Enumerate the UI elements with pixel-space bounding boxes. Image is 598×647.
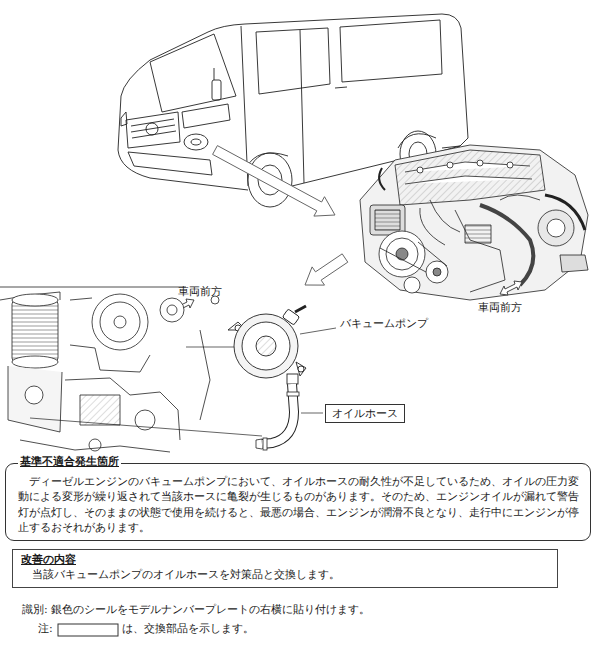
note-label: は、交換部品を示します。	[122, 622, 254, 636]
box-text: 当該バキュームポンプのオイルホースを対策品と交換します。	[21, 567, 549, 582]
pointer-arrow	[213, 146, 335, 217]
box-heading: 改善の内容	[21, 552, 549, 567]
replacement-part-sample	[58, 624, 118, 636]
leader-line	[301, 413, 323, 414]
note-label: 注:	[38, 622, 53, 636]
remedy-box: 改善の内容当該バキュームポンプのオイルホースを対策品と交換します。	[12, 549, 558, 588]
defect-location-box: 基準不適合発生箇所ディーゼルエンジンのバキュームポンプにおいて、オイルホースの耐…	[5, 463, 591, 541]
direction-label: 車両前方	[178, 285, 222, 299]
engine-drawing	[360, 145, 588, 300]
vacuum-pump	[228, 306, 306, 384]
box-text: オイルホース	[332, 406, 398, 421]
identification-note: 識別: 銀色のシールをモデルナンバープレートの右横に貼り付けます。	[22, 603, 370, 617]
box-heading: 基準不適合発生箇所	[18, 455, 121, 469]
oil-hose	[256, 384, 299, 450]
pointer-arrow	[305, 254, 348, 285]
box-text: ディーゼルエンジンのバキュームポンプにおいて、オイルホースの耐久性が不足している…	[18, 474, 582, 536]
engine-detail	[0, 287, 262, 452]
part-label: バキュームポンプ	[340, 317, 428, 331]
direction-label: 車両前方	[478, 301, 522, 315]
part-callout-box: オイルホース	[325, 404, 405, 423]
direction-arrow	[172, 281, 522, 313]
leader-line	[300, 328, 336, 334]
